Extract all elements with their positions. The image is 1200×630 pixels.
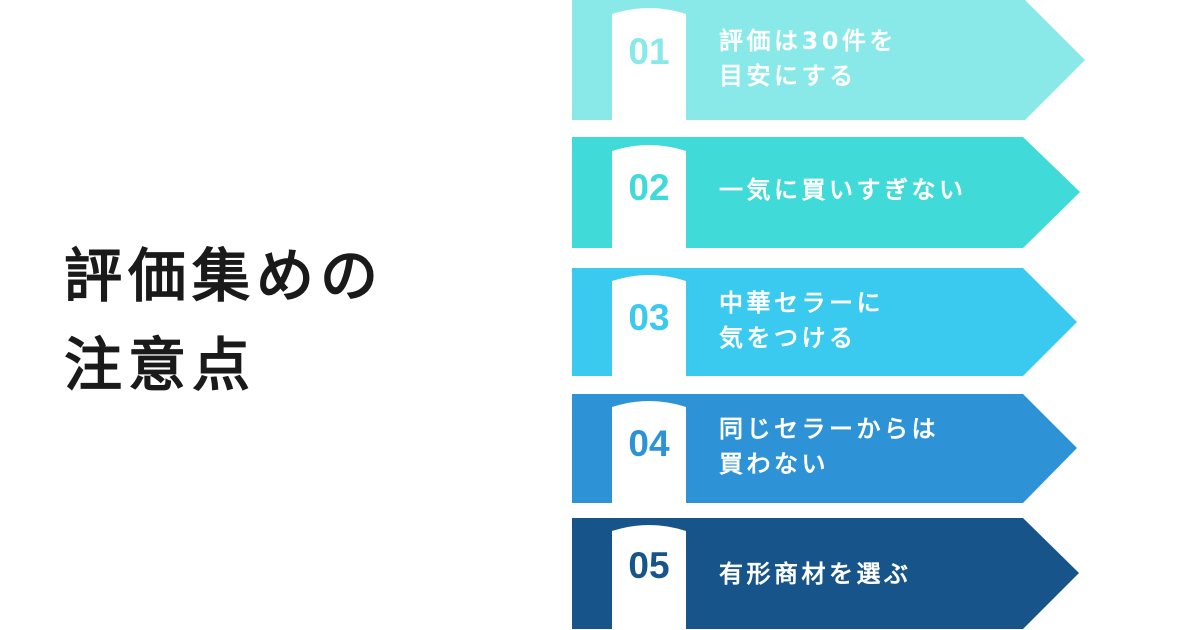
arrow-banner-shape xyxy=(572,518,1079,629)
step-05: 05 有形商材を選ぶ xyxy=(572,518,1086,629)
title-line-1: 評価集めの xyxy=(64,242,385,310)
step-number: 05 xyxy=(628,545,670,586)
step-label: 同じセラーからは 買わない xyxy=(719,415,939,478)
step-04: 04 同じセラーからは 買わない xyxy=(572,394,1086,503)
step-label: 中華セラーに 気をつける xyxy=(719,289,884,352)
step-01: 01 評価は30件を 目安にする xyxy=(572,0,1086,120)
step-label: 評価は30件を 目安にする xyxy=(719,27,897,90)
title-line-2: 注意点 xyxy=(64,331,257,399)
arrow-banner-shape xyxy=(572,394,1077,503)
step-number: 01 xyxy=(628,31,670,72)
arrow-banner-shape xyxy=(572,268,1077,376)
step-number: 02 xyxy=(628,167,670,208)
step-label: 有形商材を選ぶ xyxy=(719,560,912,588)
step-number: 04 xyxy=(628,423,670,464)
step-number: 03 xyxy=(628,297,670,338)
step-03: 03 中華セラーに 気をつける xyxy=(572,268,1086,376)
step-label: 一気に買いすぎない xyxy=(719,176,967,204)
step-02: 02 一気に買いすぎない xyxy=(572,137,1086,248)
arrow-banner-shape xyxy=(572,0,1085,120)
arrow-banner-shape xyxy=(572,137,1080,248)
page-title: 評価集めの 注意点 xyxy=(64,232,384,410)
